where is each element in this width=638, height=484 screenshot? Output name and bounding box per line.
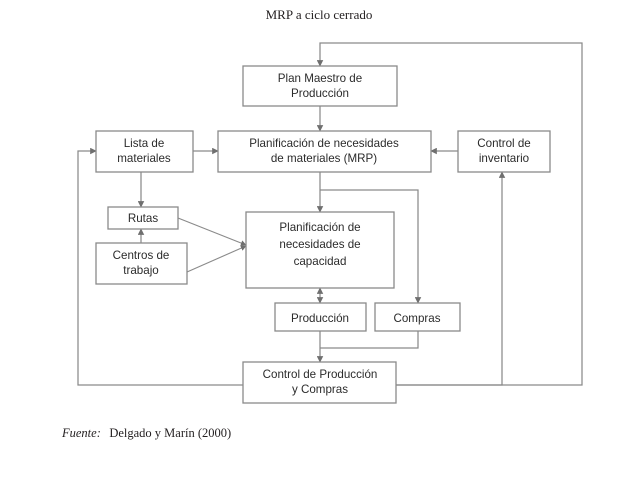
node-label-line2: de materiales (MRP) (271, 152, 377, 165)
edge-purchasing-to-control (320, 331, 419, 349)
node-control-produccion-compras: Control de Producción y Compras (242, 361, 397, 404)
node-label-line1: Control de Producción (263, 368, 378, 381)
node-label-line1: Control de (477, 137, 531, 150)
node-label-line2: materiales (117, 152, 171, 165)
edge-control-to-bom (77, 147, 243, 386)
node-compras: Compras (374, 302, 461, 332)
source-caption: Fuente: Delgado y Marín (2000) (61, 424, 231, 441)
edge-control-to-inventory (396, 171, 506, 386)
node-label-line2: y Compras (292, 383, 348, 396)
node-planificacion-necesidades-capacidad: Planificación de necesidades de capacida… (245, 211, 395, 289)
node-planificacion-necesidades-materiales: Planificación de necesidades de material… (217, 130, 432, 173)
node-label-line3: capacidad (294, 255, 347, 268)
edge-mrp-to-purchasing (320, 189, 422, 304)
node-label-line2: Producción (291, 87, 349, 100)
node-label-line1: Rutas (128, 212, 158, 225)
node-label-line1: Centros de (113, 249, 170, 262)
source-prefix: Fuente: (61, 426, 101, 440)
node-label-line1: Compras (393, 312, 440, 325)
node-control-de-inventario: Control de inventario (457, 130, 551, 173)
edge-work-centers-to-capacity (186, 245, 247, 273)
node-centros-de-trabajo: Centros de trabajo (95, 242, 188, 285)
edge-routes-to-capacity (177, 217, 247, 246)
node-label-line1: Planificación de necesidades (249, 137, 399, 150)
node-label-line1: Planificación de (279, 221, 360, 234)
source-text: Delgado y Marín (2000) (109, 426, 231, 440)
node-plan-maestro-produccion: Plan Maestro de Producción (242, 65, 398, 107)
node-label-line2: necesidades de (279, 238, 360, 251)
node-label-line1: Plan Maestro de (278, 72, 362, 85)
node-label-line2: trabajo (123, 264, 158, 277)
node-label-line2: inventario (479, 152, 529, 165)
node-label-line1: Lista de (124, 137, 165, 150)
page-title: MRP a ciclo cerrado (266, 7, 373, 22)
node-produccion: Producción (274, 302, 367, 332)
node-rutas: Rutas (107, 206, 179, 230)
node-lista-de-materiales: Lista de materiales (95, 130, 194, 173)
node-label-line1: Producción (291, 312, 349, 325)
edge-control-to-master-plan (316, 42, 583, 386)
